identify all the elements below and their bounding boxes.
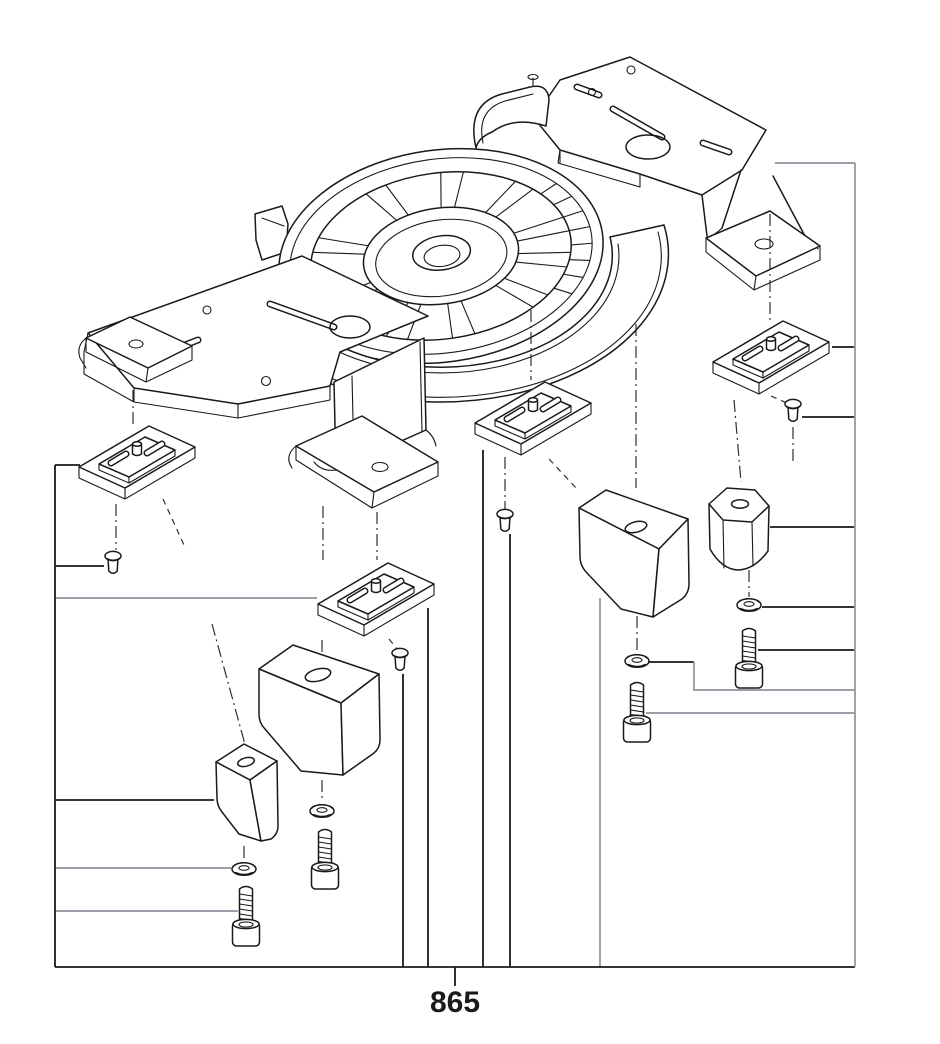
clamp-plate-mid	[318, 563, 434, 636]
push-nut-left	[231, 861, 257, 877]
base-foot-rear-right	[701, 169, 821, 291]
part-number-label: 865	[430, 986, 480, 1019]
wedge-foot-center	[258, 644, 381, 776]
flat-screw-left	[104, 550, 122, 574]
clamp-plate-right	[713, 321, 829, 394]
fence-clamp	[473, 73, 550, 149]
socket-screw-center	[310, 828, 340, 890]
base-foot-left	[78, 316, 193, 383]
base-foot-front-center	[288, 337, 439, 509]
push-nut-mid-right	[624, 653, 650, 669]
centerlines	[115, 214, 794, 858]
base-assembly	[78, 56, 821, 509]
push-nut-right	[736, 597, 762, 613]
flat-screw-mid	[391, 647, 409, 671]
flat-screw-center	[496, 508, 514, 532]
push-nut-center	[309, 803, 335, 819]
wedge-foot-right	[578, 489, 690, 618]
left-deck	[78, 255, 439, 509]
rear-right-deck	[533, 56, 821, 291]
clamp-plate-left	[79, 426, 195, 499]
socket-screw-left	[231, 885, 261, 947]
leader-push-nut-mid	[693, 662, 855, 691]
wedge-foot-small	[215, 743, 279, 842]
flat-screw-right	[784, 398, 802, 422]
detent-ticks	[540, 182, 593, 295]
socket-screw-right	[734, 627, 764, 689]
leader-lines	[54, 162, 856, 986]
hardware	[79, 321, 829, 947]
hex-foot-block	[708, 487, 770, 571]
